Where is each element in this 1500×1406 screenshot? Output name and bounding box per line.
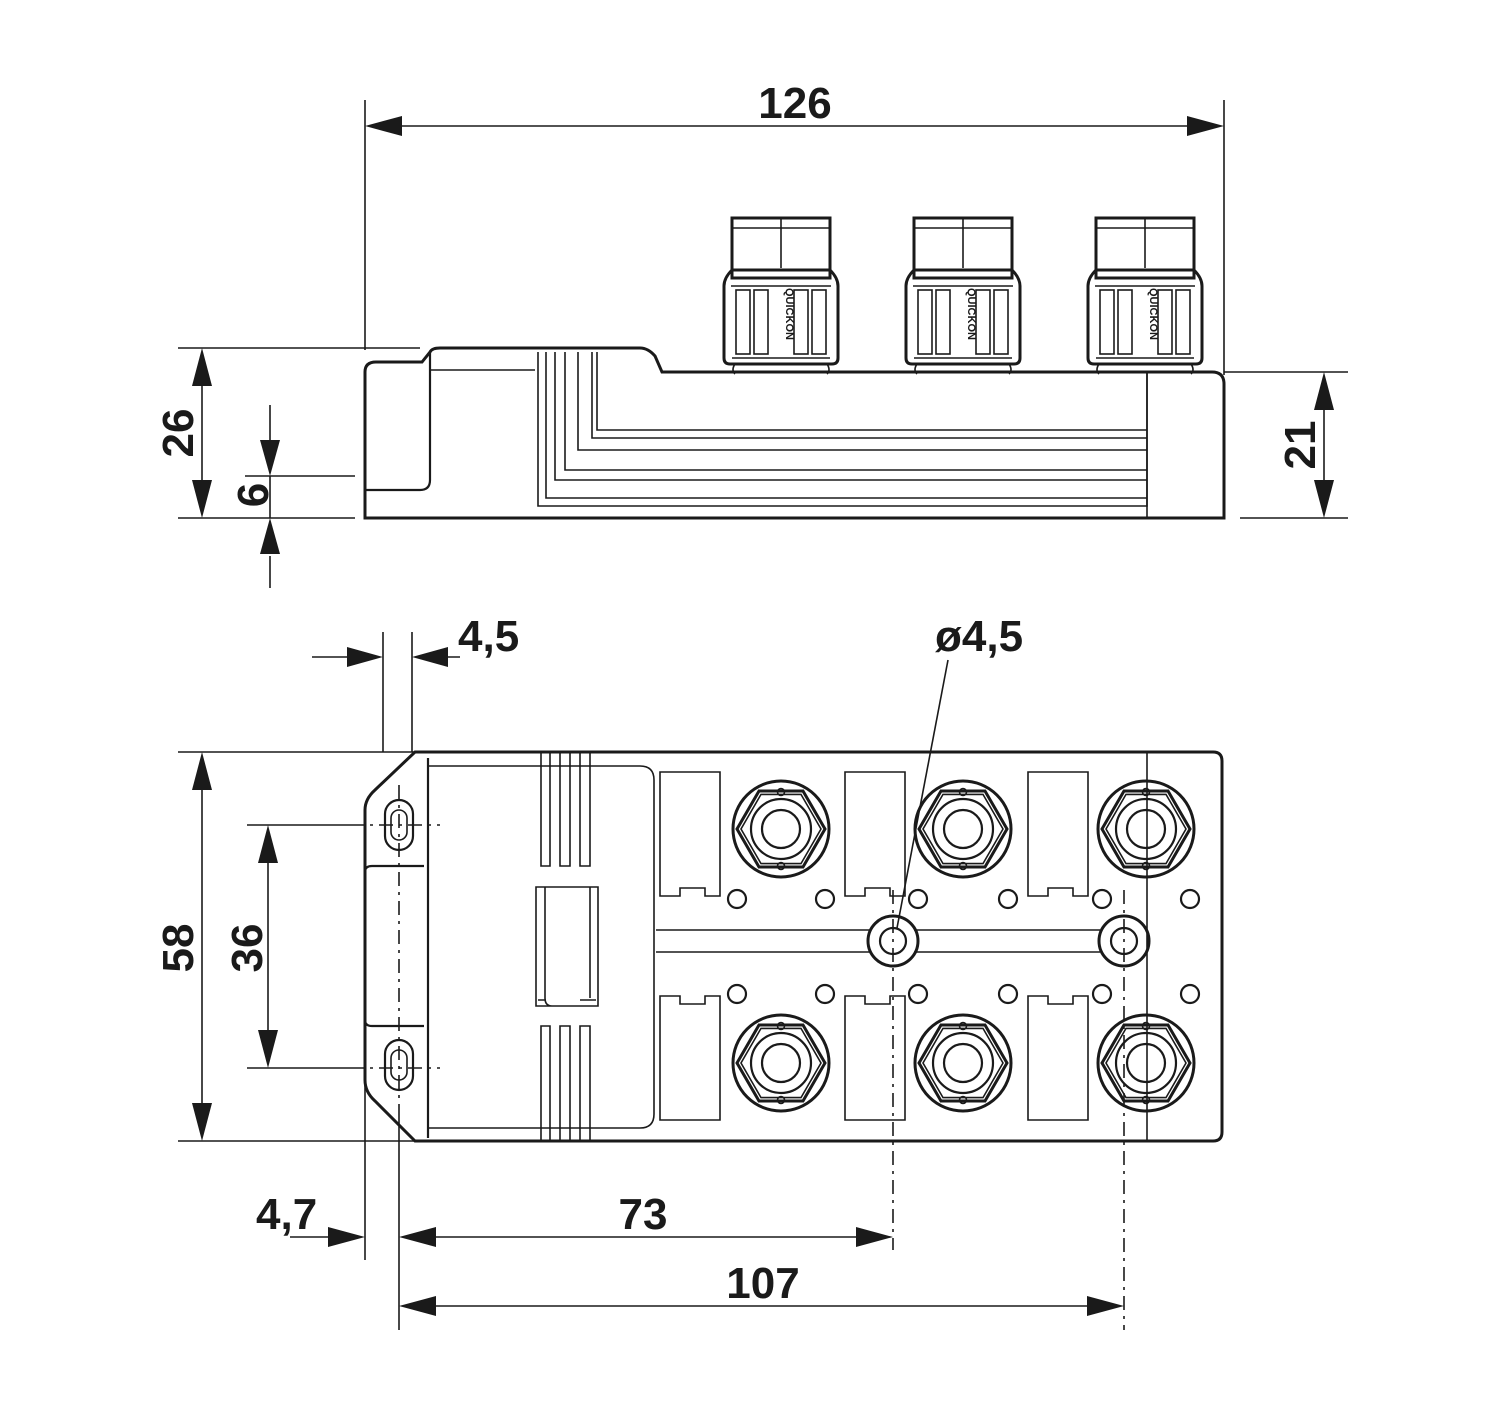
connector-brand-label: QUICKON: [783, 288, 795, 340]
dim-mount-hole-offset: 4,5: [312, 612, 519, 752]
dim-body-height: 21: [1224, 371, 1348, 519]
connector-3: QUICKON: [1086, 216, 1204, 376]
side-view: QUICKON QUICKON QUICKON 126 26: [154, 79, 1348, 588]
dim-overall-length: 126: [364, 79, 1225, 375]
dim-text-4-7: 4,7: [256, 1190, 317, 1239]
dim-text-6: 6: [229, 483, 278, 507]
connector-1: QUICKON: [722, 216, 840, 376]
dim-overall-width: 58: [154, 751, 415, 1142]
dim-hole-spacing-first: 73: [434, 1190, 893, 1247]
dim-hole-spacing-total: 107: [399, 1259, 1124, 1316]
connector-brand-label: QUICKON: [965, 288, 977, 340]
dim-text-126: 126: [758, 79, 831, 128]
dim-hole-spacing-vertical: 36: [223, 824, 350, 1069]
socket-top-1: [731, 779, 831, 879]
dim-text-21: 21: [1276, 421, 1325, 470]
dim-text-36: 36: [223, 924, 272, 973]
side-body-outline: [363, 346, 1226, 520]
connector-brand-label: QUICKON: [1147, 288, 1159, 340]
socket-top-2: [913, 779, 1013, 879]
connector-2: QUICKON: [904, 216, 1022, 376]
dim-base-height: 6: [229, 405, 355, 588]
dim-hole-diameter: ø4,5: [896, 612, 1023, 929]
dim-text-107: 107: [726, 1259, 799, 1308]
top-view: 4,5 ø4,5 58 36: [154, 612, 1224, 1330]
socket-top-3: [1096, 779, 1196, 879]
dim-text-4-5: 4,5: [458, 612, 519, 661]
socket-bottom-3: [1096, 1013, 1196, 1113]
socket-bottom-2: [913, 1013, 1013, 1113]
dim-text-73: 73: [619, 1190, 668, 1239]
dim-text-diameter: ø4,5: [935, 612, 1023, 661]
dim-total-height: 26: [154, 347, 420, 519]
top-body-outline: [363, 750, 1224, 1143]
dim-text-58: 58: [154, 924, 203, 973]
dim-text-26: 26: [154, 409, 203, 458]
socket-bottom-1: [731, 1013, 831, 1113]
dim-edge-offset: 4,7: [256, 1082, 436, 1330]
